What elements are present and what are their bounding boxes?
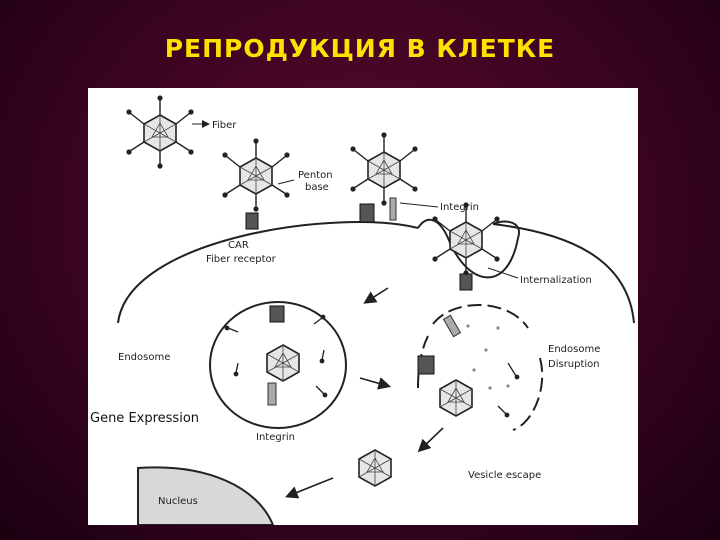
receptor-internalized: [459, 273, 473, 291]
label-integrin-bottom: Integrin: [256, 432, 295, 443]
label-integrin-top: Integrin: [440, 202, 479, 213]
label-endosome: Endosome: [118, 352, 170, 363]
slide-title: РЕПРОДУКЦИЯ В КЛЕТКЕ: [164, 34, 556, 63]
label-car: CAR: [228, 240, 249, 251]
car-receptor: [245, 212, 259, 230]
virion-in-endosome: [266, 344, 300, 382]
label-nucleus: Nucleus: [158, 496, 198, 507]
disrupted-endosome: [417, 304, 544, 431]
label-fiber-receptor: Fiber receptor: [206, 254, 277, 265]
diagram-canvas: Fiber Penton base Integrin CAR Fiber rec…: [90, 88, 635, 525]
label-endosome-disruption-2: Disruption: [548, 359, 600, 370]
integrin-bar: [389, 197, 397, 221]
label-gene-expression: Gene Expression: [90, 411, 199, 426]
label-penton-base-2: base: [305, 182, 329, 193]
cell-membrane: [117, 221, 635, 324]
nucleus: [137, 466, 275, 525]
internalization-pit: [417, 218, 520, 279]
virion-fiber: [126, 95, 193, 168]
virion-integrin: [350, 132, 417, 205]
endosome-vesicle: [209, 301, 347, 429]
replication-diagram: Fiber Penton base Integrin CAR Fiber rec…: [88, 88, 638, 525]
label-endosome-disruption-1: Endosome: [548, 344, 600, 355]
label-penton-base-1: Penton: [298, 170, 333, 181]
label-fiber: Fiber: [212, 120, 237, 131]
virion-free-cytoplasm: [358, 449, 392, 487]
virion-penton: [222, 138, 289, 211]
label-vesicle-escape: Vesicle escape: [468, 470, 541, 481]
virion-escaping: [439, 379, 473, 417]
virion-internalizing: [432, 202, 499, 275]
integrin-receptor: [359, 203, 375, 223]
label-internalization: Internalization: [520, 275, 592, 286]
